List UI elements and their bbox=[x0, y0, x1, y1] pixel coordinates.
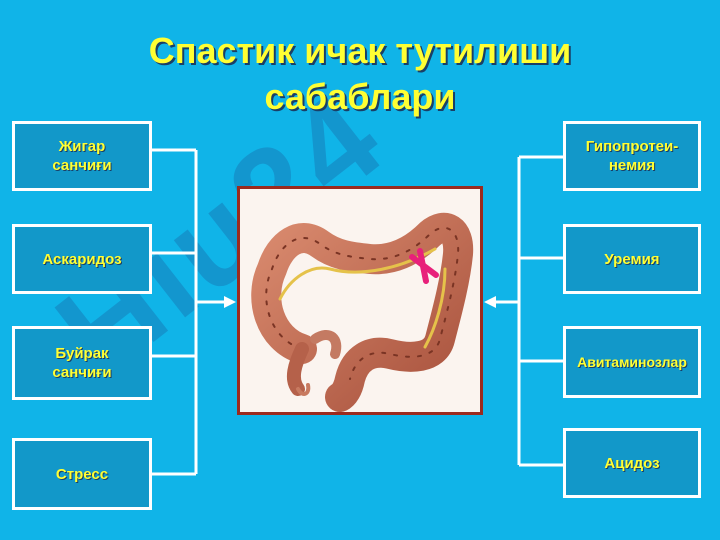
cause-label: Буйрак санчиғи bbox=[52, 345, 112, 381]
spasm-marker-icon bbox=[409, 248, 439, 284]
left-arrowhead bbox=[224, 296, 236, 308]
cause-box-liver-colic: Жигар санчиғи bbox=[12, 121, 152, 191]
cause-label: Стресс bbox=[55, 465, 109, 483]
cause-label: Ацидоз bbox=[604, 454, 660, 472]
cause-box-avitaminosis: Авитаминозлар bbox=[563, 326, 701, 398]
slide-title-text: Спастик ичак тутилиши сабаблари bbox=[148, 30, 572, 117]
cause-box-ascariasis: Аскаридоз bbox=[12, 224, 152, 294]
right-arrowhead bbox=[484, 296, 496, 308]
cause-label: Гипопротеи- немия bbox=[585, 138, 679, 174]
cause-box-uremia: Уремия bbox=[563, 224, 701, 294]
large-intestine-illustration bbox=[251, 213, 474, 412]
cause-box-acidosis: Ацидоз bbox=[563, 428, 701, 498]
cause-box-hypoproteinemia: Гипопротеи- немия bbox=[563, 121, 701, 191]
cause-box-stress: Стресс bbox=[12, 438, 152, 510]
cause-label: Аскаридоз bbox=[42, 250, 122, 268]
intestine-image-frame bbox=[237, 186, 483, 415]
cause-label: Авитаминозлар bbox=[577, 353, 687, 370]
cause-box-kidney-colic: Буйрак санчиғи bbox=[12, 326, 152, 400]
slide-title: Спастик ичак тутилиши сабаблари bbox=[40, 28, 680, 120]
cause-label: Уремия bbox=[604, 250, 660, 268]
cause-label: Жигар санчиғи bbox=[52, 138, 112, 174]
